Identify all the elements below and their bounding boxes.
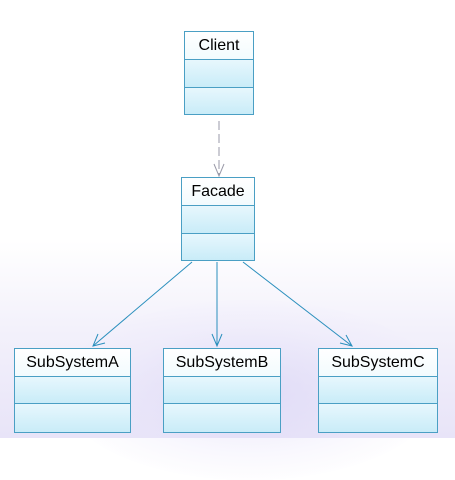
relations-layer <box>92 121 353 348</box>
association-facade-subsystemb-arrowhead <box>211 333 223 348</box>
association-facade-subsystema <box>92 261 193 347</box>
class-subsystem-b-methods <box>164 404 280 432</box>
class-facade-attributes <box>182 206 254 234</box>
association-facade-subsystema-arrowhead <box>92 333 106 347</box>
class-subsystem-a-name: SubSystemA <box>15 349 130 377</box>
class-subsystem-b-name: SubSystemB <box>164 349 280 377</box>
class-client-name: Client <box>185 32 253 60</box>
class-subsystem-c-methods <box>319 404 437 432</box>
class-subsystem-c[interactable]: SubSystemC <box>318 348 438 433</box>
dependency-client-facade-arrowhead <box>213 163 225 178</box>
association-facade-subsystemc <box>242 261 353 347</box>
association-facade-subsystemc-arrowhead <box>339 334 353 347</box>
class-subsystem-b-attributes <box>164 377 280 404</box>
class-subsystem-a-methods <box>15 404 130 432</box>
class-client-methods <box>185 88 253 114</box>
class-client[interactable]: Client <box>184 31 254 115</box>
class-facade[interactable]: Facade <box>181 177 255 261</box>
class-subsystem-c-attributes <box>319 377 437 404</box>
class-subsystem-b[interactable]: SubSystemB <box>163 348 281 433</box>
class-facade-name: Facade <box>182 178 254 206</box>
class-facade-methods <box>182 234 254 260</box>
class-subsystem-a[interactable]: SubSystemA <box>14 348 131 433</box>
class-subsystem-a-attributes <box>15 377 130 404</box>
class-subsystem-c-name: SubSystemC <box>319 349 437 377</box>
class-client-attributes <box>185 60 253 88</box>
